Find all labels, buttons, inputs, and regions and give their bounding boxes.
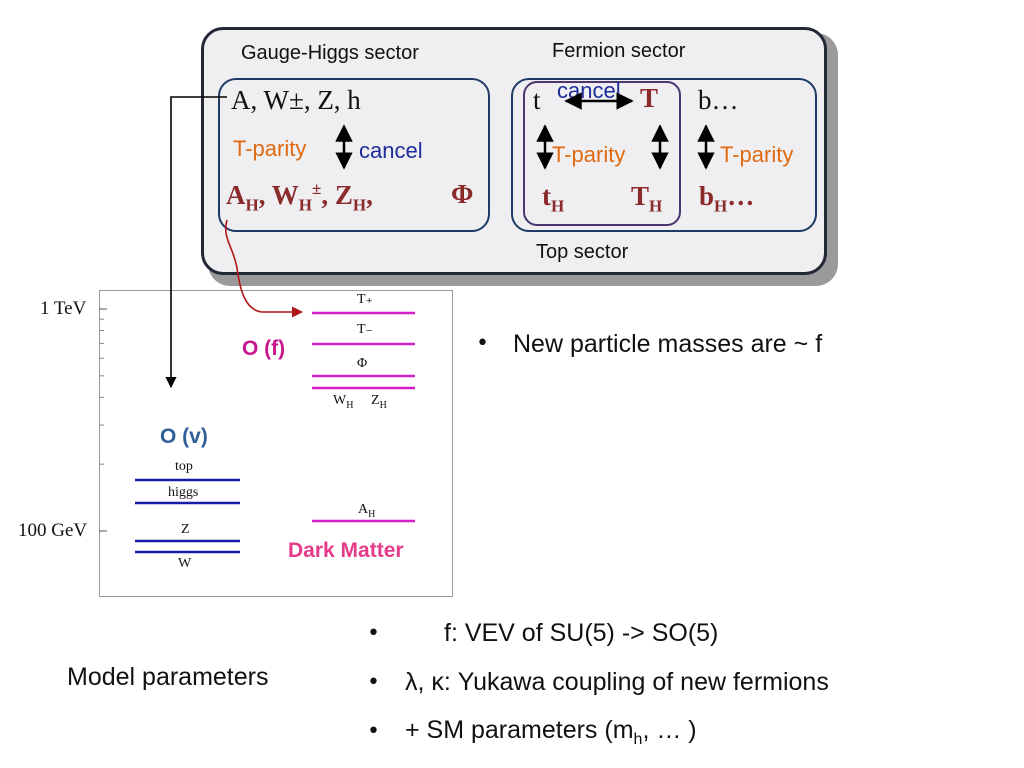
sm-gauge-row: A, W±, Z, h	[231, 85, 361, 115]
zh-letter: Z	[371, 393, 380, 408]
sm-params-sub: h	[633, 731, 643, 748]
z-heavy: Z	[328, 180, 353, 210]
top-sector-box	[523, 81, 681, 226]
gauge-higgs-title: Gauge-Higgs sector	[241, 42, 419, 64]
top-tparity-label: T-parity	[552, 142, 626, 167]
a-heavy-sub: H	[245, 195, 259, 215]
o-v-label: O (v)	[160, 425, 208, 448]
b-heavy: bH…	[699, 181, 754, 216]
sep: ,	[321, 180, 329, 210]
level-label-zh: ZH	[371, 393, 387, 411]
level-label-Tminus: T₋	[357, 322, 373, 337]
bullet-masses: New particle masses are ~ f	[513, 330, 823, 358]
level-label-phi: Φ	[357, 356, 368, 371]
bullet-dot: •	[367, 719, 380, 744]
sep: ,	[258, 180, 266, 210]
bullet-dot: •	[476, 331, 489, 356]
model-parameters-label: Model parameters	[67, 663, 269, 691]
bullet-sm-params: + SM parameters (mh, … )	[405, 716, 697, 749]
b-heavy-sub: H	[714, 196, 728, 216]
level-label-Tplus: T₊	[357, 292, 373, 307]
bullet-dot: •	[367, 670, 380, 695]
level-label-z: Z	[181, 522, 190, 537]
gauge-cancel-label: cancel	[359, 138, 423, 163]
w-heavy: W	[265, 180, 299, 210]
w-heavy-sup: ±	[311, 179, 322, 198]
bullet-yukawa: λ, κ: Yukawa coupling of new fermions	[405, 668, 829, 696]
zh-sub: H	[379, 399, 387, 411]
t-heavy-letter: t	[542, 181, 551, 211]
dark-matter-label: Dark Matter	[288, 539, 404, 562]
axis-minor-ticks	[99, 318, 104, 465]
b-tparity-label: T-parity	[720, 142, 794, 167]
phi-heavy: Φ	[451, 179, 474, 209]
w-heavy-sub: H	[298, 195, 312, 215]
top-quark: t	[533, 85, 541, 115]
heavy-to-of-connector	[225, 219, 304, 318]
bullet-vev: f: VEV of SU(5) -> SO(5)	[444, 619, 719, 647]
bullet-dot: •	[367, 621, 380, 646]
level-label-higgs: higgs	[168, 485, 199, 500]
mass-spectrum-plot	[99, 290, 453, 597]
ah-letter: A	[358, 502, 369, 517]
T-heavy-sub: H	[649, 196, 663, 216]
fermion-box	[511, 78, 817, 232]
T-heavy: TH	[631, 181, 662, 216]
T-heavy-letter: T	[631, 181, 650, 211]
sm-to-ov-connector	[165, 96, 227, 389]
fermion-title: Fermion sector	[552, 40, 686, 62]
sep: ,	[366, 180, 373, 210]
t-heavy: tH	[542, 181, 564, 216]
sector-panel	[201, 27, 827, 275]
level-label-w: W	[178, 556, 192, 571]
top-sector-title: Top sector	[536, 241, 629, 263]
heavy-gauge-row: AH, WH±, ZH,	[226, 179, 373, 215]
z-heavy-sub: H	[352, 195, 367, 215]
wh-sub: H	[346, 399, 354, 411]
o-f-label: O (f)	[242, 337, 286, 360]
wh-letter: W	[333, 393, 347, 408]
t-heavy-sub: H	[551, 196, 565, 216]
b-quark: b…	[698, 85, 739, 115]
ah-sub: H	[368, 508, 376, 520]
heavy-top-T: T	[640, 83, 659, 113]
level-label-ah: AH	[358, 502, 375, 520]
axis-1tev: 1 TeV	[40, 298, 87, 319]
b-heavy-dots: …	[727, 181, 755, 211]
sm-params-pre: + SM parameters (m	[405, 716, 634, 744]
sm-params-post: , … )	[642, 716, 697, 744]
b-heavy-letter: b	[699, 181, 715, 211]
level-label-top: top	[175, 459, 193, 474]
axis-100gev: 100 GeV	[18, 520, 88, 541]
level-label-wh: WH	[333, 393, 353, 411]
gauge-higgs-box	[218, 78, 490, 232]
a-heavy: A	[226, 180, 246, 210]
gauge-tparity-label: T-parity	[233, 136, 307, 161]
